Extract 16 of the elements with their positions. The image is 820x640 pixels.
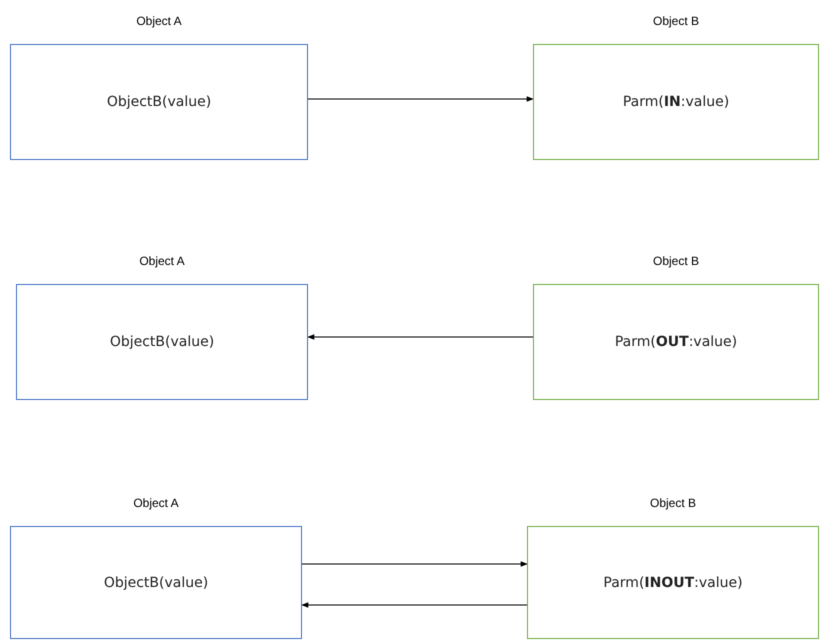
arrow bbox=[307, 334, 534, 340]
arrow bbox=[301, 602, 528, 608]
arrow bbox=[308, 96, 534, 102]
object-heading: Object A bbox=[136, 14, 182, 28]
method-call-text: Parm(OUT:value) bbox=[614, 334, 738, 350]
object-heading: Object A bbox=[133, 496, 179, 510]
object-heading: Object B bbox=[652, 254, 700, 268]
object-heading: Object A bbox=[139, 254, 185, 268]
object-heading: Object B bbox=[650, 496, 696, 510]
object-heading: Object B bbox=[652, 14, 700, 28]
arrow bbox=[302, 561, 528, 567]
method-call-text: ObjectB(value) bbox=[110, 334, 214, 350]
method-call-text: Parm(IN:value) bbox=[622, 94, 730, 110]
method-call-text: ObjectB(value) bbox=[104, 574, 208, 590]
method-call-text: ObjectB(value) bbox=[106, 94, 212, 110]
method-call-text: Parm(INOUT:value) bbox=[603, 574, 743, 590]
